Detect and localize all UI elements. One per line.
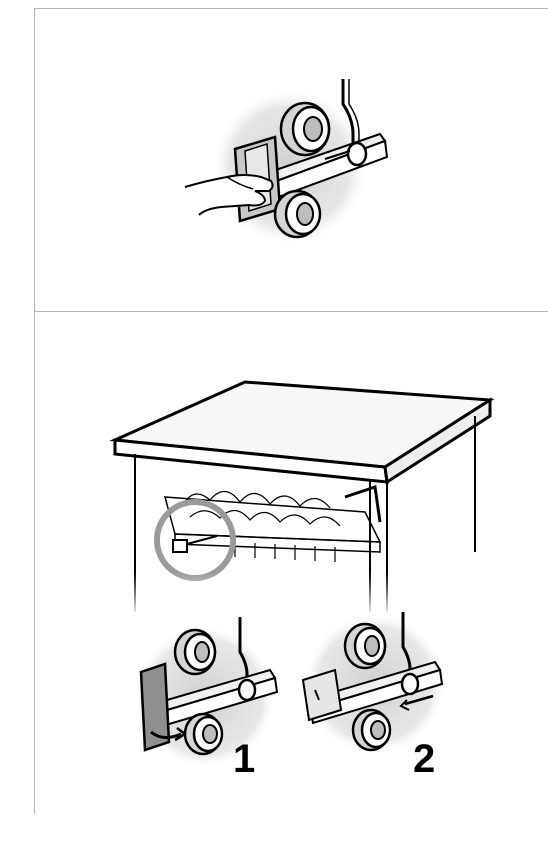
bottom-illustration-panel: 1 2 bbox=[35, 312, 548, 814]
step-2-detail bbox=[303, 612, 447, 756]
step-1-detail bbox=[133, 617, 277, 769]
dishwasher-rack-illustration: 1 2 bbox=[35, 312, 548, 814]
step-2-label: 2 bbox=[413, 737, 435, 781]
top-illustration-panel bbox=[35, 9, 548, 311]
hand-sliding-rack-rail-illustration bbox=[35, 9, 548, 311]
step-1-label: 1 bbox=[233, 737, 255, 781]
